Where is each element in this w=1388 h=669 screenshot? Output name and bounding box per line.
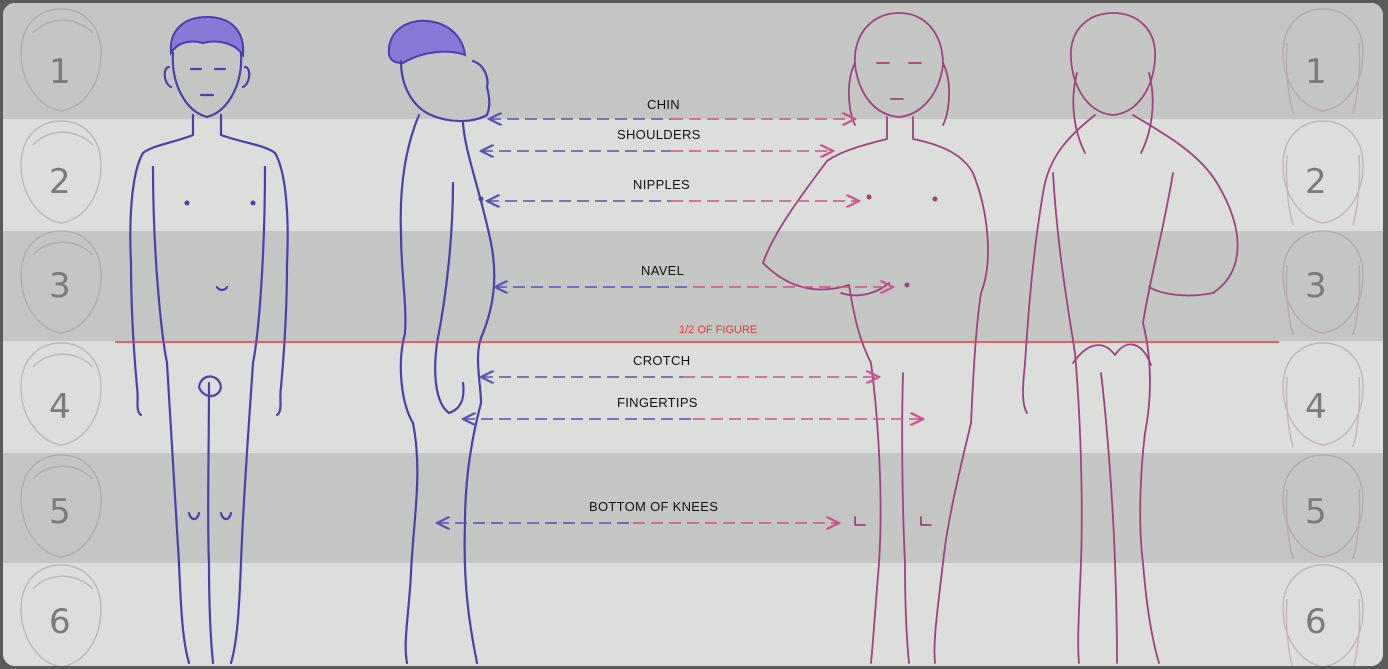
landmark-label-shoulders: SHOULDERS <box>617 127 701 142</box>
right-head-num-3: 3 <box>1305 266 1327 306</box>
landmark-label-fingertips: FINGERTIPS <box>617 395 698 410</box>
right-head-num-5: 5 <box>1305 492 1327 532</box>
right-head-num-4: 4 <box>1305 387 1327 427</box>
landmark-label-nipples: NIPPLES <box>633 177 690 192</box>
left-head-num-1: 1 <box>49 52 71 92</box>
left-head-num-2: 2 <box>49 162 71 202</box>
left-head-num-6: 6 <box>49 602 71 642</box>
proportion-diagram: 1 2 3 4 5 6 1 2 3 4 5 6 <box>3 3 1383 666</box>
left-head-num-4: 4 <box>49 387 71 427</box>
right-head-num-6: 6 <box>1305 602 1327 642</box>
landmark-label-navel: NAVEL <box>641 263 684 278</box>
landmark-label-crotch: CROTCH <box>633 353 690 368</box>
left-head-num-3: 3 <box>49 266 71 306</box>
right-head-num-2: 2 <box>1305 162 1327 202</box>
half-figure-label: 1/2 OF FIGURE <box>679 324 757 336</box>
diagram-canvas: 1 2 3 4 5 6 1 2 3 4 5 6 <box>3 3 1383 666</box>
left-head-num-5: 5 <box>49 492 71 532</box>
right-head-num-1: 1 <box>1305 52 1327 92</box>
landmark-label-chin: CHIN <box>647 97 680 112</box>
landmark-label-knees: BOTTOM OF KNEES <box>589 499 718 514</box>
